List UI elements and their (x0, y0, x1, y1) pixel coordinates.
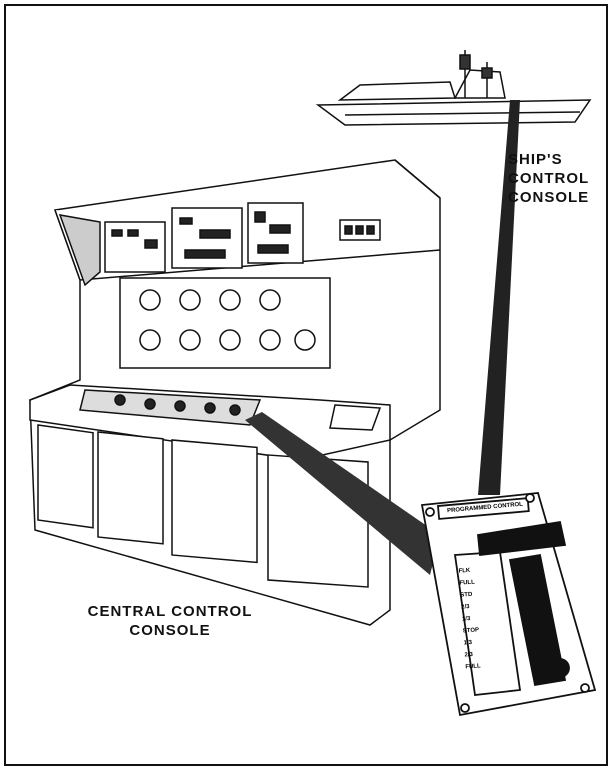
scale-mark: STOP (462, 627, 480, 635)
ships-control-console-label: SHIP'S CONTROL CONSOLE (508, 150, 598, 207)
label-line: CONTROL (508, 170, 590, 187)
label-line: SHIP'S (508, 151, 563, 168)
ship-illustration (315, 50, 592, 126)
scale-mark: FULL (465, 663, 481, 671)
scale-mark: FULL (459, 579, 476, 587)
programmed-control-lever (420, 492, 597, 717)
label-line: CONSOLE (508, 189, 590, 206)
label-line: CONSOLE (129, 622, 211, 639)
central-control-console-label: CENTRAL CONTROL CONSOLE (80, 602, 260, 640)
figure-border (4, 4, 608, 766)
callout-beam-console (245, 412, 440, 575)
central-control-console (29, 159, 441, 626)
callout-beam-ship (478, 100, 520, 495)
label-line: CENTRAL CONTROL (87, 603, 253, 620)
